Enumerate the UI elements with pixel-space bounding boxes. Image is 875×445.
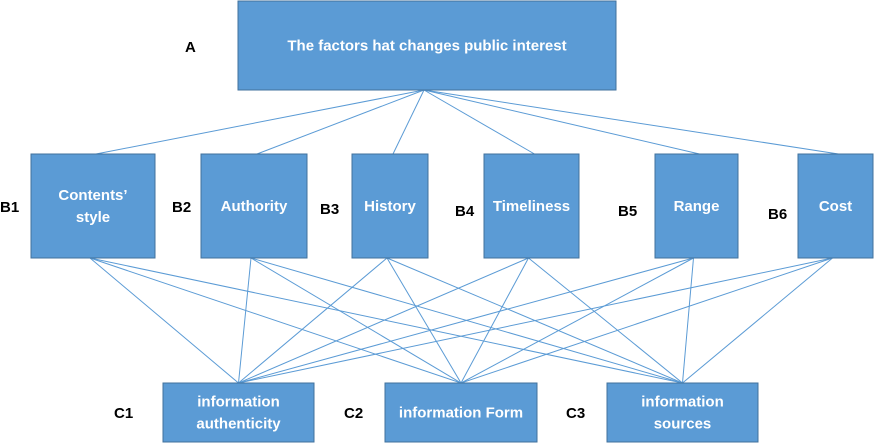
criterion-label-b4: B4 [455,203,475,220]
criterion-node-b3: History [351,153,429,259]
alternative-node-c2-box [384,382,538,443]
edge-b2-to-c1 [238,257,252,384]
criterion-node-b4-text: Timeliness [493,198,570,215]
alternative-node-c3-text: sources [654,416,712,433]
criterion-node-b4-box [483,153,580,259]
alternative-node-c3-box [606,382,759,443]
alternative-label-c3: C3 [566,405,585,422]
goal-level-label: A [185,39,196,56]
edge-goal-to-b4 [423,89,535,155]
goal-node-box [237,0,617,91]
criterion-label-b2: B2 [172,199,191,216]
edge-b4-to-c1 [238,257,529,384]
criterion-node-b5-box [654,153,739,259]
goal-node: The factors hat changes public interest [237,0,617,91]
criterion-label-b3: B3 [320,201,339,218]
criterion-node-b6-box [797,153,874,259]
criterion-node-b3-box [351,153,429,259]
edge-b1-to-c1 [89,257,239,384]
criterion-node-b6: Cost [797,153,874,259]
connector-lines [89,89,839,384]
alternative-node-c3-text: information [641,394,724,411]
alternative-node-c2-text: information Form [399,405,523,422]
alternative-node-c1-box [162,382,315,443]
alternative-node-c2: information Form [384,382,538,443]
edge-b6-to-c3 [682,257,833,384]
edge-b3-to-c1 [238,257,388,384]
criterion-node-b2-text: Authority [221,198,288,215]
goal-node-text: The factors hat changes public interest [287,38,566,55]
criterion-node-b6-text: Cost [819,198,852,215]
edge-b5-to-c1 [238,257,694,384]
edge-b5-to-c3 [682,257,694,384]
edge-b6-to-c1 [238,257,833,384]
criterion-node-b1-text: style [76,209,110,226]
edge-goal-to-b6 [423,89,839,155]
criterion-label-b1: B1 [0,199,19,216]
criterion-node-b2-box [200,153,308,259]
edge-goal-to-b3 [392,89,425,155]
edge-b4-to-c3 [528,257,683,384]
hierarchy-nodes: The factors hat changes public interestC… [30,0,874,443]
edge-b3-to-c2 [386,257,462,384]
edge-goal-to-b2 [256,89,425,155]
criterion-node-b4: Timeliness [483,153,580,259]
alternative-node-c3: information sources [606,382,759,443]
edge-b5-to-c2 [460,257,694,384]
edge-b6-to-c2 [460,257,833,384]
criterion-label-b5: B5 [618,203,637,220]
edge-b1-to-c3 [89,257,683,384]
criterion-label-b6: B6 [768,206,787,223]
edge-goal-to-b1 [95,89,425,155]
criterion-node-b1: Contents’ style [30,153,156,259]
criterion-node-b5-text: Range [674,198,720,215]
criterion-node-b3-text: History [364,198,416,215]
criterion-node-b1-text: Contents’ [58,187,127,204]
alternative-node-c1-text: authenticity [196,416,281,433]
criterion-node-b2: Authority [200,153,308,259]
criterion-node-b5: Range [654,153,739,259]
edge-b4-to-c2 [460,257,529,384]
alternative-node-c1: information authenticity [162,382,315,443]
edge-b1-to-c2 [89,257,462,384]
edge-goal-to-b5 [423,89,700,155]
alternative-node-c1-text: information [197,394,280,411]
alternative-label-c2: C2 [344,405,363,422]
criterion-node-b1-box [30,153,156,259]
edge-b2-to-c2 [250,257,462,384]
alternative-label-c1: C1 [114,405,133,422]
